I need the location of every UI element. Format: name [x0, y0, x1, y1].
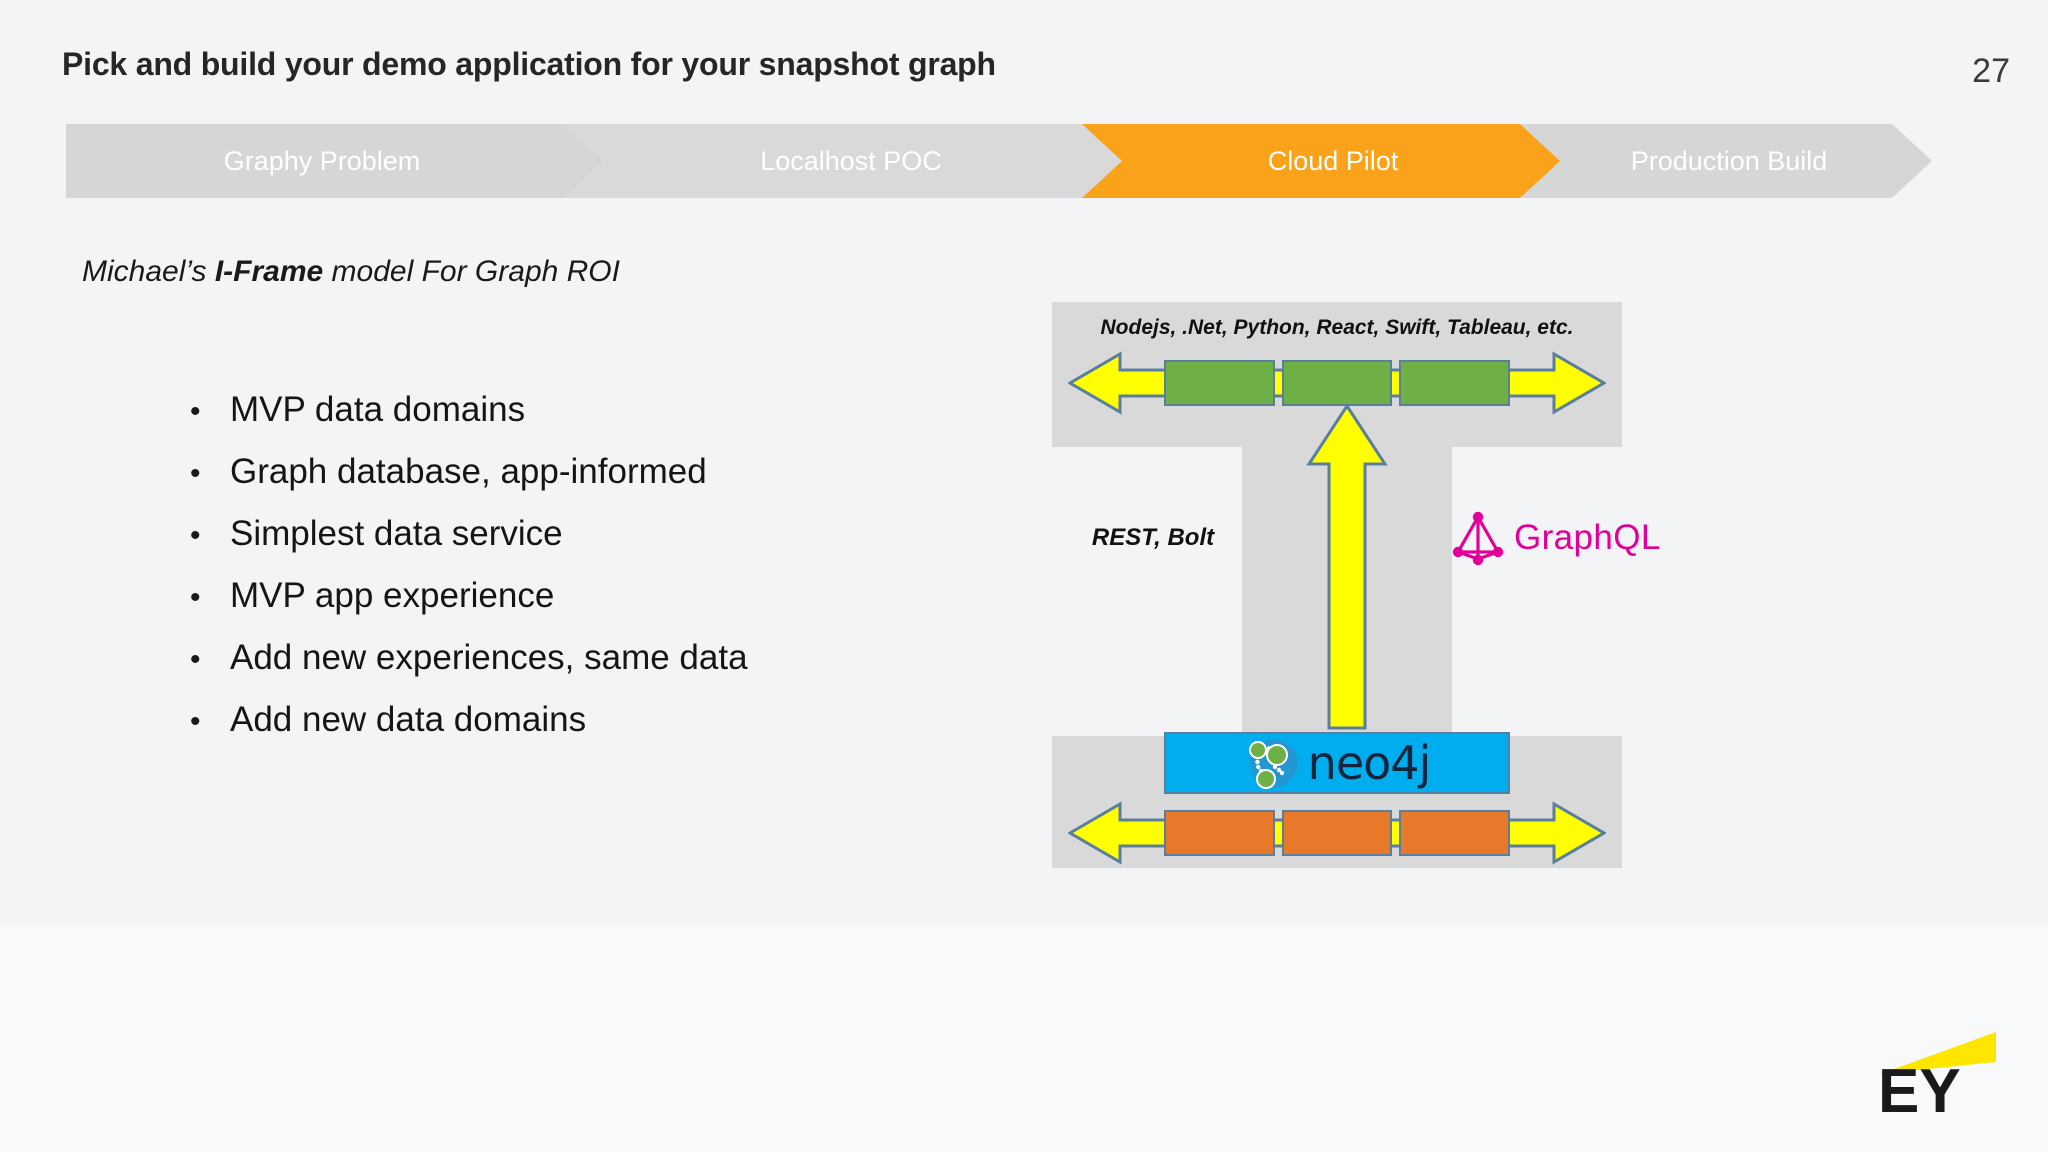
bottom-component-box[interactable] — [1399, 810, 1511, 856]
bullet-list: • MVP data domains • Graph database, app… — [186, 390, 946, 762]
list-item: • MVP app experience — [186, 576, 946, 638]
bullet-marker-icon: • — [190, 581, 201, 614]
bullet-text: Add new experiences, same data — [230, 638, 748, 677]
bullet-text: Add new data domains — [230, 700, 587, 739]
bullet-marker-icon: • — [190, 457, 201, 490]
process-step-label: Graphy Problem — [223, 145, 421, 176]
bullet-marker-icon: • — [190, 643, 201, 676]
subtitle-suffix: model For Graph ROI — [323, 255, 620, 288]
ey-beam-icon — [1880, 1032, 1996, 1074]
diagram-top-caption: Nodejs, .Net, Python, React, Swift, Tabl… — [1100, 316, 1574, 339]
list-item: • Add new experiences, same data — [186, 638, 946, 700]
list-item: • Simplest data service — [186, 514, 946, 576]
page-number: 27 — [1972, 52, 2010, 90]
subtitle: Michael’s I-Frame model For Graph ROI — [82, 255, 620, 289]
top-component-box[interactable] — [1281, 360, 1393, 406]
neo4j-database-box[interactable]: neo4j — [1164, 732, 1510, 794]
page-title: Pick and build your demo application for… — [62, 46, 996, 82]
bottom-component-box[interactable] — [1281, 810, 1393, 856]
process-step-localhost-poc[interactable]: Localhost POC — [564, 124, 1142, 198]
bullet-marker-icon: • — [190, 705, 201, 738]
i-frame-diagram: Nodejs, .Net, Python, React, Swift, Tabl… — [1052, 302, 1660, 868]
bottom-component-boxes — [1164, 810, 1511, 856]
list-item: • MVP data domains — [186, 390, 946, 452]
process-step-label: Cloud Pilot — [1267, 145, 1399, 176]
bullet-text: Graph database, app-informed — [230, 452, 707, 491]
process-step-label: Production Build — [1630, 145, 1828, 176]
process-step-label: Localhost POC — [760, 145, 942, 176]
top-component-box[interactable] — [1164, 360, 1275, 406]
slide-lower-band — [0, 925, 2048, 1152]
top-component-boxes — [1164, 360, 1511, 406]
graphql-label: GraphQL — [1514, 518, 1661, 557]
subtitle-emphasis: I-Frame — [214, 255, 324, 288]
bullet-marker-icon: • — [190, 395, 201, 428]
bullet-text: Simplest data service — [230, 514, 563, 553]
process-chevron-bar: Graphy Problem Localhost POC Cloud Pilot… — [66, 124, 1932, 198]
protocol-label: REST, Bolt — [1091, 524, 1215, 551]
process-step-graphy-problem[interactable]: Graphy Problem — [66, 124, 604, 198]
graphql-logo: GraphQL — [1452, 510, 1661, 566]
top-component-box[interactable] — [1399, 360, 1511, 406]
bottom-component-box[interactable] — [1164, 810, 1275, 856]
ey-wordmark: EY — [1878, 1057, 1961, 1116]
process-step-production-build[interactable]: Production Build — [1520, 124, 1932, 198]
neo4j-icon — [1248, 739, 1298, 789]
bullet-text: MVP app experience — [230, 576, 555, 615]
list-item: • Graph database, app-informed — [186, 452, 946, 514]
list-item: • Add new data domains — [186, 700, 946, 762]
bullet-marker-icon: • — [190, 519, 201, 552]
bullet-text: MVP data domains — [230, 390, 526, 429]
neo4j-label: neo4j — [1307, 736, 1432, 790]
ey-logo: EY — [1878, 1032, 1996, 1116]
subtitle-prefix: Michael’s — [82, 255, 215, 288]
upward-flow-arrow-icon — [1306, 403, 1388, 730]
graphql-icon — [1452, 511, 1504, 566]
process-step-cloud-pilot-active[interactable]: Cloud Pilot — [1082, 124, 1580, 198]
